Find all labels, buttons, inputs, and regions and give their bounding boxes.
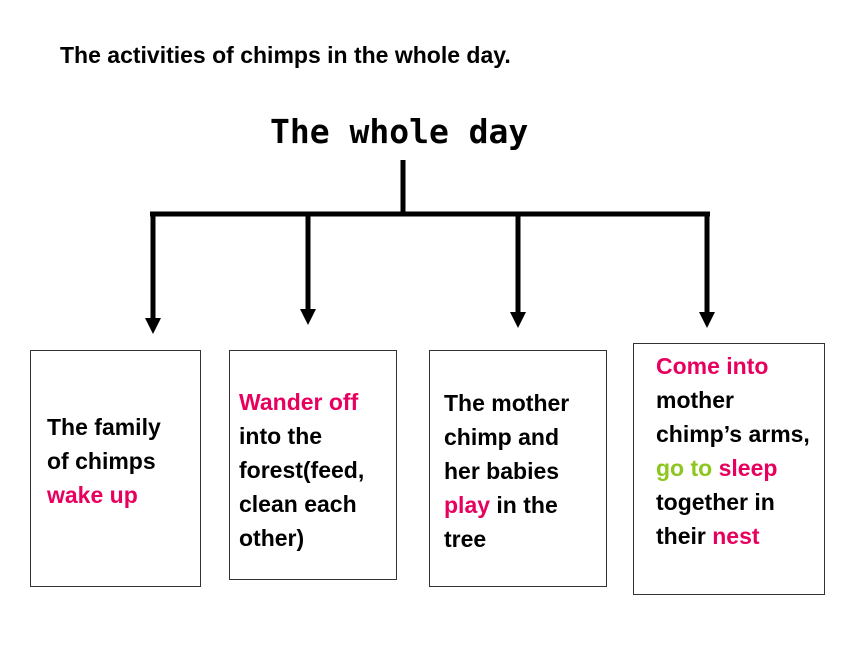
box-text-segment: in the xyxy=(490,492,558,518)
box-text-segment: nest xyxy=(712,523,760,549)
activity-box-play: The mother chimp and her babies play in the… xyxy=(429,350,607,587)
box-text-segment: chimp and xyxy=(444,424,560,450)
box-text-segment: Wander off xyxy=(239,389,359,415)
box-text-line: into the xyxy=(239,419,390,453)
box-text-segment: Come into xyxy=(656,353,769,379)
box-text-segment: into the xyxy=(239,423,323,449)
arrow-head-2 xyxy=(300,309,316,325)
box-text-line: Come into xyxy=(656,349,818,383)
box-text-segment: wake up xyxy=(47,482,138,508)
box-text-segment: other) xyxy=(239,525,305,551)
box-text-line: wake up xyxy=(47,478,194,512)
box-text-line: forest(feed, xyxy=(239,453,390,487)
box-text-segment: mother xyxy=(656,387,734,413)
box-text-line: together in xyxy=(656,485,818,519)
box-text-segment: go to xyxy=(656,455,713,481)
box-text-line: other) xyxy=(239,521,390,555)
box-text-line: of chimps xyxy=(47,444,194,478)
box-text-line: tree xyxy=(444,522,600,556)
arrow-head-1 xyxy=(145,318,161,334)
activity-box-wake-up: The family of chimps wake up xyxy=(30,350,201,587)
box-text-line: chimp and xyxy=(444,420,600,454)
box-text-line: The mother xyxy=(444,386,600,420)
activity-box-sleep: Come into mother chimp’s arms, go to sleep t… xyxy=(633,343,825,595)
box-text-segment: their xyxy=(656,523,713,549)
box-text-line: go to sleep xyxy=(656,451,818,485)
box-text-segment: sleep xyxy=(718,455,778,481)
box-text-line: play in the xyxy=(444,488,600,522)
box-text-line: chimp’s arms, xyxy=(656,417,818,451)
arrow-head-3 xyxy=(510,312,526,328)
arrow-head-4 xyxy=(699,312,715,328)
box-text-segment: The family xyxy=(47,414,161,440)
box-text-segment: The mother xyxy=(444,390,570,416)
box-text-line: clean each xyxy=(239,487,390,521)
activity-box-wander-off: Wander off into the forest(feed, clean each… xyxy=(229,350,397,580)
box-text-line: their nest xyxy=(656,519,818,553)
box-text-segment: forest(feed, xyxy=(239,457,365,483)
box-text-line: mother xyxy=(656,383,818,417)
box-text-segment: chimp’s arms, xyxy=(656,421,810,447)
box-text-line: her babies xyxy=(444,454,600,488)
box-text-segment: clean each xyxy=(239,491,357,517)
box-text-segment: her babies xyxy=(444,458,560,484)
box-text-segment: of chimps xyxy=(47,448,156,474)
box-text-line: The family xyxy=(47,410,194,444)
box-text-segment: play xyxy=(444,492,491,518)
box-text-line: Wander off xyxy=(239,385,390,419)
root-node-label: The whole day xyxy=(270,112,529,151)
box-text-segment: together in xyxy=(656,489,775,515)
slide-heading: The activities of chimps in the whole da… xyxy=(60,42,511,68)
box-text-segment: tree xyxy=(444,526,487,552)
